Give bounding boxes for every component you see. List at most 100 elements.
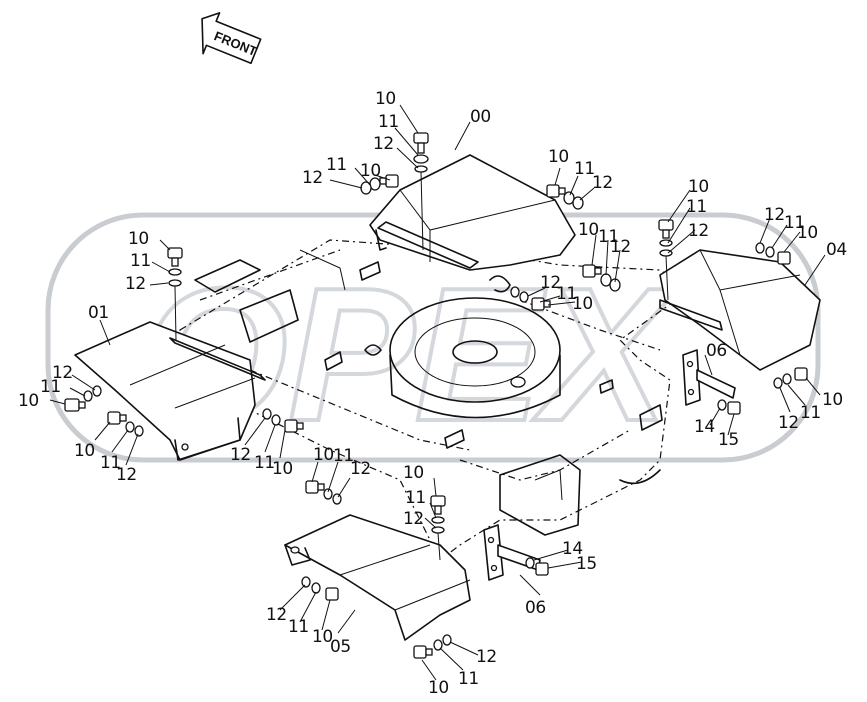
bolt-icon xyxy=(430,495,446,515)
callout-14: 14 xyxy=(694,417,715,437)
washer-icon xyxy=(563,191,575,205)
callout-11: 11 xyxy=(326,155,347,175)
bolt-icon xyxy=(546,184,566,198)
callout-11: 11 xyxy=(333,446,354,466)
callout-12: 12 xyxy=(476,647,497,667)
callout-10: 10 xyxy=(797,223,818,243)
callout-12: 12 xyxy=(610,237,631,257)
callout-10: 10 xyxy=(272,459,293,479)
washer-icon xyxy=(332,493,342,505)
callout-11: 11 xyxy=(598,227,619,247)
callout-11: 11 xyxy=(800,403,821,423)
cover-05 xyxy=(284,514,471,641)
bolt-icon xyxy=(582,264,602,278)
bolt-icon xyxy=(531,297,551,311)
washer-icon xyxy=(92,385,102,397)
bolt-icon xyxy=(658,219,674,239)
bolt-icon xyxy=(413,132,429,154)
callout-10: 10 xyxy=(360,161,381,181)
hardware xyxy=(64,132,808,659)
part-label-04: 04 xyxy=(826,240,847,260)
callout-11: 11 xyxy=(40,377,61,397)
callout-12: 12 xyxy=(778,413,799,433)
callout-10: 10 xyxy=(18,391,39,411)
washer-icon xyxy=(659,239,673,247)
bolt-icon xyxy=(64,398,86,412)
callout-11: 11 xyxy=(288,617,309,637)
bolt-icon xyxy=(167,247,183,267)
callout-15: 15 xyxy=(576,554,597,574)
part-label-05: 05 xyxy=(330,637,351,657)
bolt-icon xyxy=(727,401,741,415)
callout-11: 11 xyxy=(130,251,151,271)
bolt-icon xyxy=(305,480,325,494)
callout-14: 14 xyxy=(562,539,583,559)
callout-11: 11 xyxy=(574,159,595,179)
part-label-00: 00 xyxy=(470,107,491,127)
washer-icon xyxy=(717,399,727,411)
callout-11: 11 xyxy=(686,197,707,217)
part-label-01: 01 xyxy=(88,303,109,323)
bolt-icon xyxy=(107,411,127,425)
callout-10: 10 xyxy=(578,220,599,240)
callout-labels: 00 01 04 05 06 06 10 11 12 10 11 12 10 1… xyxy=(18,89,847,698)
callout-10: 10 xyxy=(403,463,424,483)
bolt-icon xyxy=(325,587,339,601)
washer-icon xyxy=(323,488,333,500)
callout-11: 11 xyxy=(556,284,577,304)
callout-12: 12 xyxy=(688,221,709,241)
callout-11: 11 xyxy=(784,213,805,233)
washer-icon xyxy=(431,516,445,524)
washer-icon xyxy=(525,557,535,569)
washer-icon xyxy=(765,246,775,258)
washer-icon xyxy=(755,242,765,254)
bolt-icon xyxy=(379,174,399,188)
callout-10: 10 xyxy=(74,441,95,461)
washer-icon xyxy=(125,421,135,433)
callout-11: 11 xyxy=(458,669,479,689)
washer-icon xyxy=(301,576,311,588)
bolt-icon xyxy=(777,251,791,265)
callout-12: 12 xyxy=(592,173,613,193)
washer-icon xyxy=(271,414,281,426)
washer-icon xyxy=(782,373,792,385)
washer-icon xyxy=(311,582,321,594)
washer-icon xyxy=(431,526,445,534)
callout-15: 15 xyxy=(718,430,739,450)
callout-10: 10 xyxy=(572,294,593,314)
callout-12: 12 xyxy=(540,273,561,293)
callout-10: 10 xyxy=(312,627,333,647)
callout-12: 12 xyxy=(266,605,287,625)
washer-icon xyxy=(168,268,182,276)
callout-11: 11 xyxy=(100,453,121,473)
turntable xyxy=(364,297,561,419)
callout-10: 10 xyxy=(822,390,843,410)
base-frame xyxy=(179,239,692,561)
bolt-icon xyxy=(413,645,433,659)
washer-icon xyxy=(134,425,144,437)
bracket-06-right xyxy=(682,349,736,406)
callout-10: 10 xyxy=(313,445,334,465)
callout-12: 12 xyxy=(350,459,371,479)
callout-12: 12 xyxy=(116,465,137,485)
washer-icon xyxy=(519,291,529,303)
washer-icon xyxy=(433,639,443,651)
callout-10: 10 xyxy=(128,229,149,249)
part-label-06: 06 xyxy=(525,598,546,618)
callout-12: 12 xyxy=(125,274,146,294)
part-label-06: 06 xyxy=(706,341,727,361)
callout-12: 12 xyxy=(302,168,323,188)
callout-10: 10 xyxy=(428,678,449,698)
bolt-icon xyxy=(284,419,304,433)
callout-10: 10 xyxy=(688,177,709,197)
frame-details xyxy=(194,249,663,536)
callout-11: 11 xyxy=(405,488,426,508)
washer-icon xyxy=(83,390,93,402)
washer-icon xyxy=(168,279,182,287)
cover-04 xyxy=(659,249,821,371)
washer-icon xyxy=(413,154,429,164)
front-label: FRONT xyxy=(212,28,259,59)
callout-12: 12 xyxy=(764,205,785,225)
washer-icon xyxy=(773,377,783,389)
